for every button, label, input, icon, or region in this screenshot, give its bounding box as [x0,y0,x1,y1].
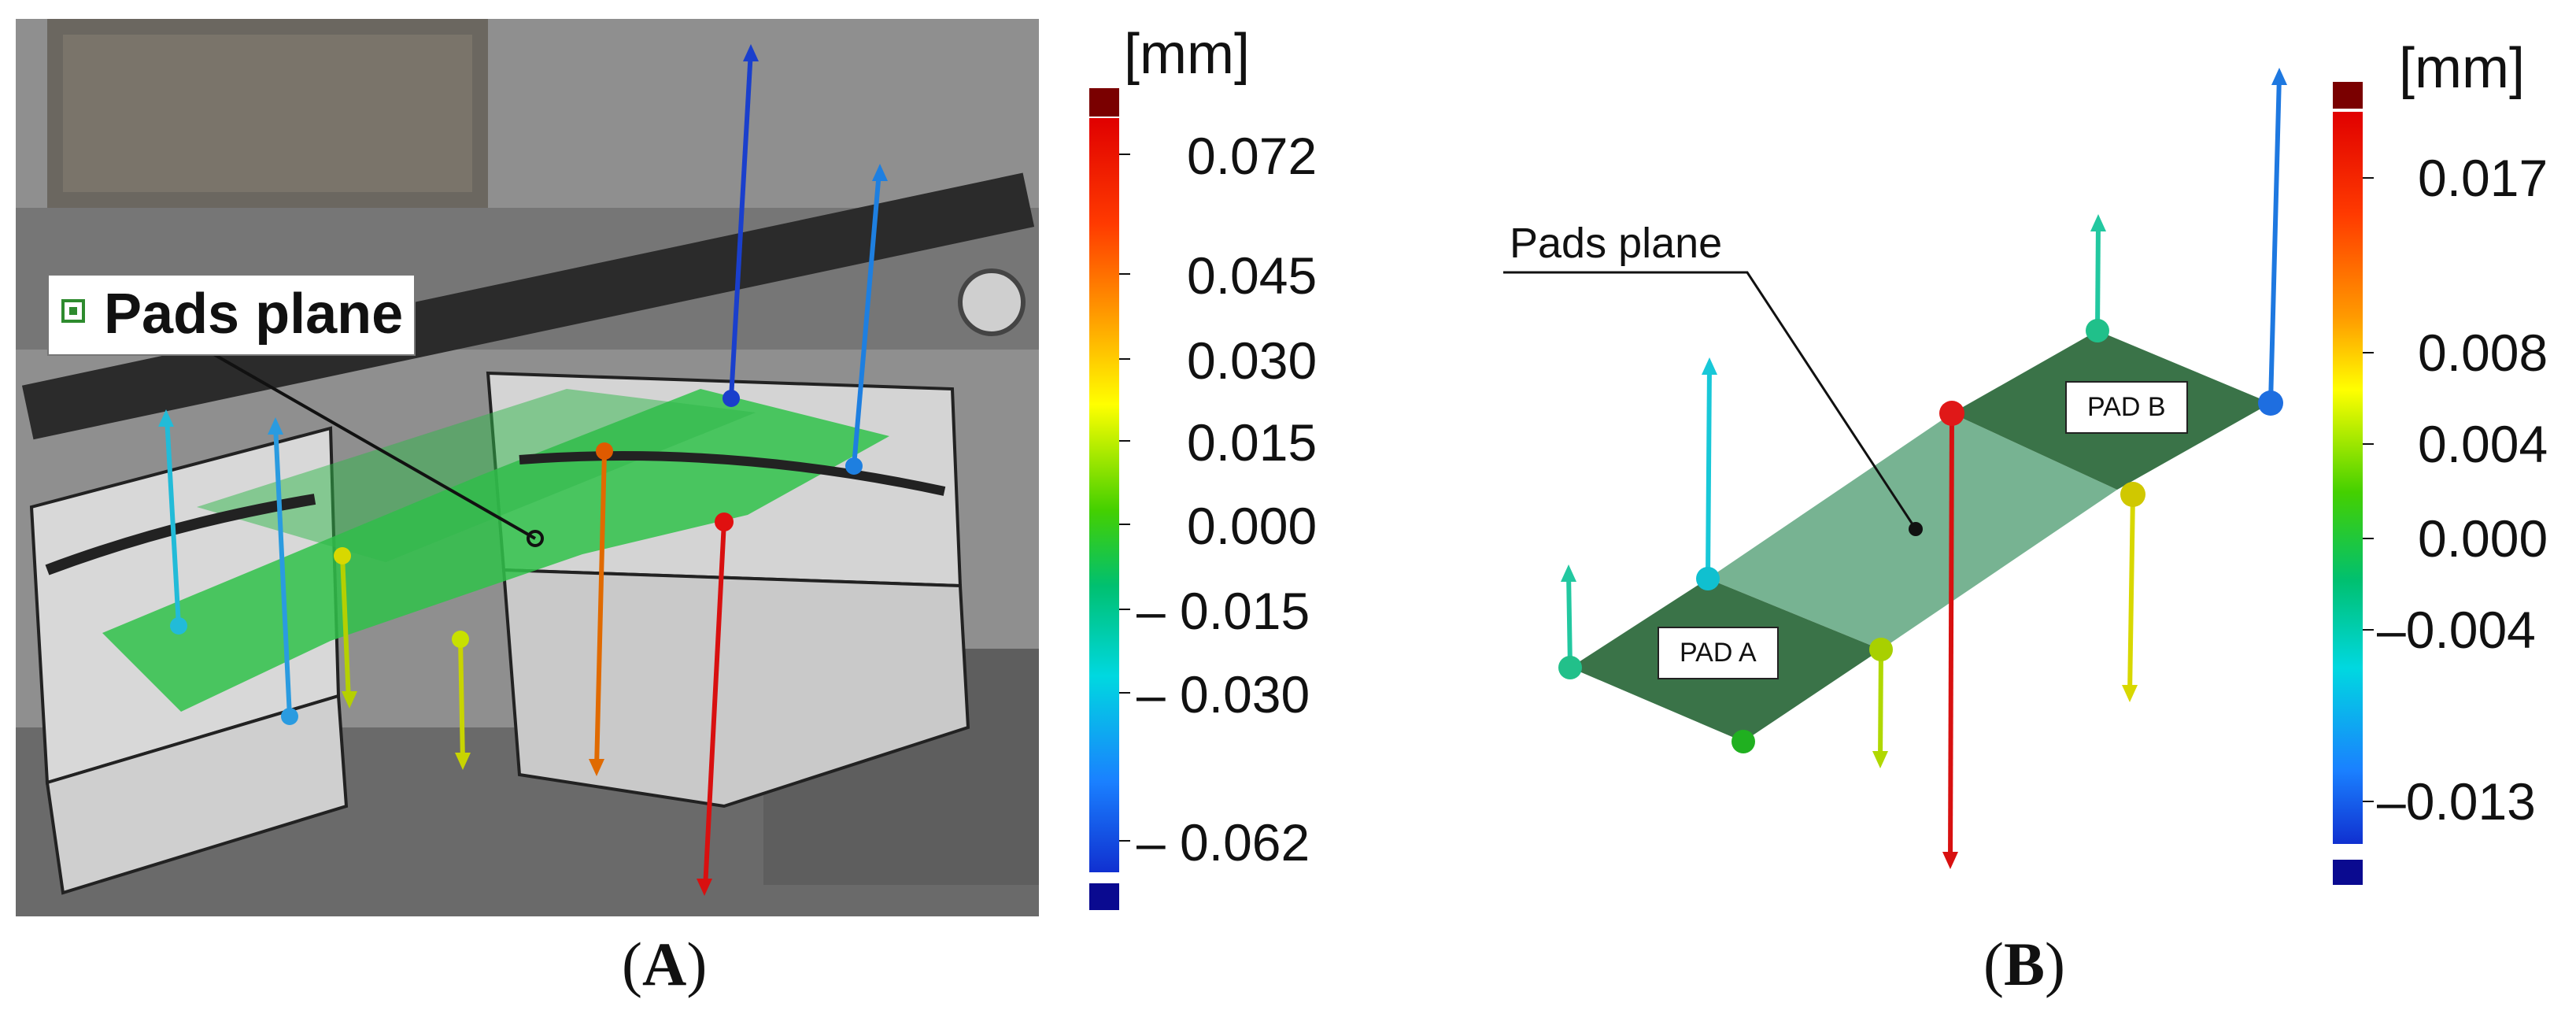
scale-overflow-low [2333,860,2363,885]
vector-b4 [1732,730,1755,753]
scale-tick: 0.000 [1187,497,1318,555]
scale-tick: 0.072 [1187,127,1318,185]
green-square-icon [61,299,85,323]
scale-tick: 0.000 [2418,509,2548,568]
vector-b6 [2086,214,2109,342]
panel-a-colorbar [1089,88,1130,910]
scale-tick: 0.017 [2418,149,2548,207]
pad-a-label: PAD A [1658,627,1779,679]
scale-tick: – 0.062 [1136,813,1310,872]
sphere-icon [1696,567,1720,590]
vector-a1 [723,44,759,407]
vector-b5 [1939,401,1964,869]
vector-a5 [334,547,357,709]
scale-unit-b: [mm] [2399,37,2525,100]
scale-gradient [2333,112,2363,844]
sphere-icon [1732,730,1755,753]
panel-a-vectors [158,44,888,896]
vector-b3 [1869,638,1893,768]
pads-plane-callout-b: Pads plane [1510,220,1723,267]
panel-b: Pads plane PAD A PAD B [mm] 0.017 0.008 … [1306,0,2576,1014]
pad-b-label: PAD B [2065,381,2188,434]
vector-a4 [268,417,298,725]
sphere-icon [1558,656,1582,679]
sphere-icon [715,513,734,531]
scale-unit-a: [mm] [1124,23,1250,86]
vector-b7 [2258,68,2287,416]
vector-b8 [2120,482,2145,702]
vector-a7 [589,442,613,776]
vector-a6 [452,631,471,770]
sphere-icon [1869,638,1893,661]
vector-b1 [1558,564,1582,679]
pads-plane-label: Pads plane [104,283,404,346]
panel-a-label: (A) [622,930,708,998]
callout-leader [1503,271,1917,530]
scale-overflow-high [1089,88,1119,117]
vector-a8 [697,513,734,896]
sphere-icon [723,390,740,407]
vector-a2 [845,164,888,475]
scale-tick: 0.015 [1187,413,1318,472]
sphere-icon [334,547,351,564]
sphere-icon [2258,390,2283,416]
sphere-icon [170,617,187,635]
scale-overflow-high [2333,82,2363,109]
vector-b2 [1696,357,1720,590]
sphere-icon [452,631,469,648]
scale-tick: 0.045 [1187,246,1318,305]
scale-tick: 0.030 [1187,331,1318,390]
sphere-icon [845,457,863,475]
sphere-icon [1939,401,1964,426]
vector-a3 [158,409,187,635]
scale-tick: – 0.030 [1136,665,1310,723]
scale-tick: 0.008 [2418,324,2548,382]
sphere-icon [281,708,298,725]
scale-gradient [1089,118,1119,872]
scale-tick: 0.004 [2418,415,2548,473]
sphere-icon [2120,482,2145,507]
panel-a: Pads plane [0,0,1317,1014]
scale-tick: –0.004 [2377,601,2536,659]
sphere-icon [596,442,613,460]
scale-tick: –0.013 [2377,772,2536,831]
pads-plane-callout: Pads plane [47,274,416,356]
panel-b-label: (B) [1983,930,2065,998]
scale-tick: – 0.015 [1136,582,1310,640]
scale-overflow-low [1089,883,1119,910]
panel-b-diagram [1503,68,2374,885]
sphere-icon [2086,319,2109,342]
callout-dot [1909,522,1923,536]
